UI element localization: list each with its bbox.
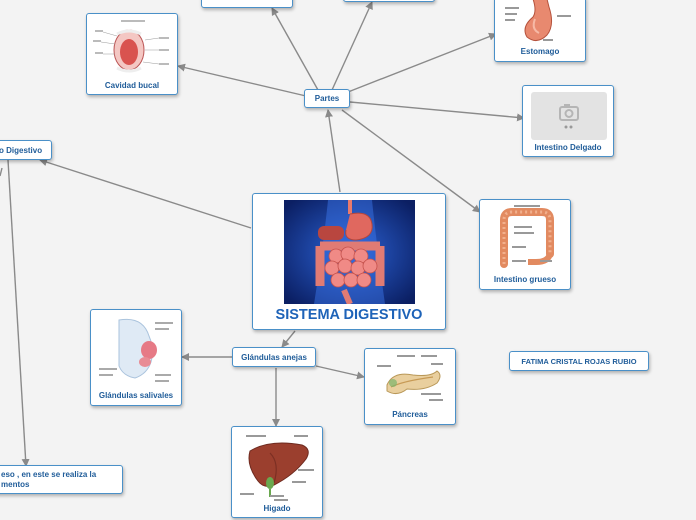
partial-top-node-1[interactable]	[201, 0, 293, 8]
node-bottom-left-note[interactable]: eso , en este se realiza la mentos	[0, 465, 123, 494]
link-partes-top1	[271, 7, 319, 91]
hub-partes-label: Partes	[314, 94, 340, 103]
link-partes-estomago	[347, 32, 497, 93]
link-left-edge	[0, 167, 3, 177]
hub-glandulas-anejas[interactable]: Glándulas anejas	[232, 347, 316, 367]
digestive-system-illustration	[284, 200, 415, 304]
hub-partes[interactable]: Partes	[304, 89, 350, 108]
node-glandulas-salivales-label: Glándulas salivales	[98, 391, 174, 400]
partial-top-node-2[interactable]	[343, 0, 435, 2]
link-partes-delgado	[349, 101, 525, 122]
note-line-2: mentos	[1, 480, 30, 489]
central-topic-label: SISTEMA DIGESTIVO	[275, 307, 423, 323]
node-intestino-grueso-label: Intestino grueso	[493, 275, 557, 284]
stomach-illustration	[503, 0, 579, 45]
link-central-left	[39, 158, 252, 229]
note-line-1: eso , en este se realiza la	[1, 470, 97, 479]
mouth-illustration	[93, 18, 173, 78]
link-central-partes	[325, 109, 341, 193]
link-partes-cavidad	[177, 63, 307, 97]
node-sistema-digestivo-left[interactable]: o Digestivo	[0, 140, 52, 160]
link-left-note	[7, 159, 30, 467]
node-glandulas-salivales[interactable]: Glándulas salivales	[90, 309, 182, 406]
node-pancreas[interactable]: Páncreas	[364, 348, 456, 425]
link-central-glandulas	[281, 330, 296, 348]
large-intestine-illustration	[488, 204, 564, 270]
central-topic[interactable]: SISTEMA DIGESTIVO	[252, 193, 446, 330]
author-label[interactable]: FATIMA CRISTAL ROJAS RUBIO	[509, 351, 649, 371]
camera-icon	[559, 104, 579, 129]
node-intestino-delgado-label: Intestino Delgado	[534, 143, 602, 152]
link-glandulas-pancreas	[315, 365, 365, 380]
hub-glandulas-label: Glándulas anejas	[241, 353, 307, 362]
node-cavidad-bucal[interactable]: Cavidad bucal	[86, 13, 178, 95]
pancreas-illustration	[373, 353, 449, 407]
author-label-text: FATIMA CRISTAL ROJAS RUBIO	[521, 357, 637, 366]
node-intestino-grueso[interactable]: Intestino grueso	[479, 199, 571, 290]
image-placeholder	[531, 92, 607, 140]
node-higado-label: Higado	[263, 504, 291, 513]
link-partes-top2	[331, 1, 373, 91]
node-intestino-delgado[interactable]: Intestino Delgado	[522, 85, 614, 157]
node-cavidad-bucal-label: Cavidad bucal	[104, 81, 160, 90]
node-estomago[interactable]: Estomago	[494, 0, 586, 62]
node-higado[interactable]: Higado	[231, 426, 323, 518]
node-estomago-label: Estomago	[520, 47, 560, 56]
salivary-glands-illustration	[99, 316, 175, 386]
node-left-label: o Digestivo	[0, 146, 43, 155]
link-partes-grueso	[341, 109, 481, 213]
node-pancreas-label: Páncreas	[392, 410, 428, 419]
liver-illustration	[240, 433, 316, 501]
